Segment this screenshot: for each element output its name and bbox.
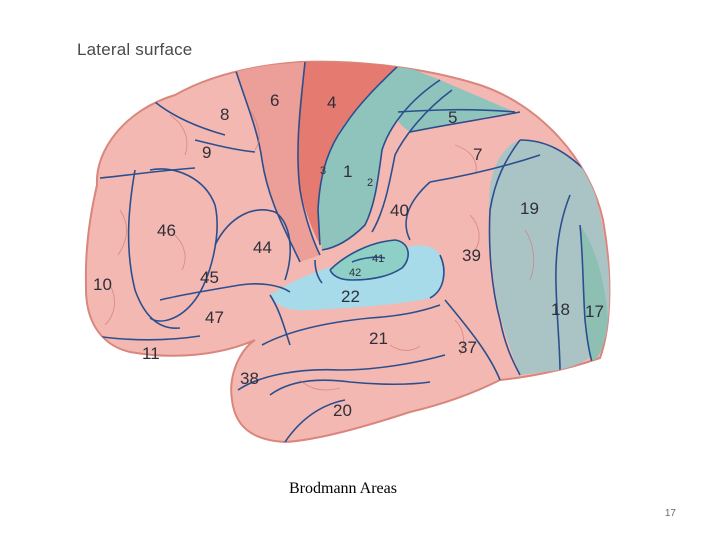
area-label-9: 9 — [202, 143, 211, 162]
area-label-1: 1 — [343, 162, 352, 181]
area-label-37: 37 — [458, 338, 477, 357]
area-label-40: 40 — [390, 201, 409, 220]
figure-caption: Brodmann Areas — [289, 480, 397, 497]
area-17-region — [580, 225, 608, 362]
area-3-1-2-region — [318, 64, 440, 250]
area-5-region — [397, 80, 515, 132]
area-label-44: 44 — [253, 238, 272, 257]
figure-heading: Lateral surface — [77, 40, 193, 59]
area-label-42: 42 — [349, 267, 361, 279]
area-label-11: 11 — [142, 344, 160, 363]
area-label-46: 46 — [157, 221, 176, 240]
area-label-19: 19 — [520, 199, 539, 218]
area-label-39: 39 — [462, 246, 481, 265]
area-label-17: 17 — [585, 302, 604, 321]
area-label-38: 38 — [240, 369, 259, 388]
area-label-4: 4 — [327, 93, 336, 112]
area-label-20: 20 — [333, 401, 352, 420]
slide-number: 17 — [664, 508, 676, 519]
area-label-41: 41 — [372, 253, 384, 265]
area-label-3: 3 — [320, 165, 326, 177]
area-label-6: 6 — [270, 91, 279, 110]
area-label-5: 5 — [448, 108, 457, 127]
area-19-region — [489, 140, 610, 375]
area-6-region — [235, 62, 320, 262]
area-label-2: 2 — [367, 177, 373, 189]
area-label-45: 45 — [200, 268, 219, 287]
area-label-18: 18 — [551, 300, 570, 319]
area-label-8: 8 — [220, 105, 229, 124]
area-label-21: 21 — [369, 329, 388, 348]
area-label-10: 10 — [93, 275, 112, 294]
area-4-region — [297, 62, 400, 245]
area-label-47: 47 — [205, 308, 224, 327]
area-label-7: 7 — [473, 145, 482, 164]
area-label-22: 22 — [341, 287, 360, 306]
area-41-42-region — [330, 240, 409, 280]
